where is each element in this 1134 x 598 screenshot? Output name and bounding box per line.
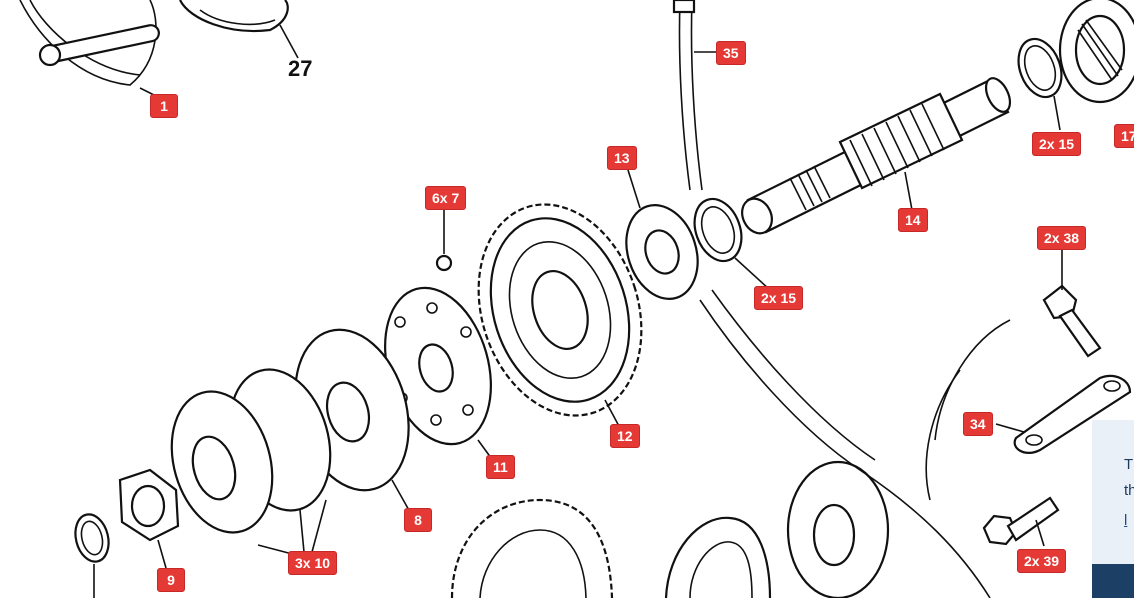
bolt-39-drawing bbox=[982, 496, 1060, 547]
bracket-34-drawing bbox=[925, 319, 1132, 501]
circlip-15-top-drawing bbox=[1017, 37, 1063, 131]
callout-3x10[interactable]: 3x 10 bbox=[288, 551, 338, 575]
callout-8[interactable]: 8 bbox=[404, 508, 432, 532]
bearing-17-drawing bbox=[1058, 0, 1134, 104]
top-left-assembly-drawing bbox=[19, 0, 299, 99]
panel-link[interactable]: l bbox=[1124, 512, 1128, 529]
callout-1[interactable]: 1 bbox=[150, 94, 178, 118]
callout-2x39[interactable]: 2x 39 bbox=[1017, 549, 1067, 573]
spring-washers-10-drawing bbox=[170, 368, 332, 557]
lower-bearing-drawing bbox=[664, 516, 772, 598]
info-side-panel: T th l bbox=[1092, 420, 1134, 598]
callout-2x15-mid[interactable]: 2x 15 bbox=[754, 286, 804, 310]
nut-9-drawing bbox=[118, 468, 180, 569]
lower-gear-drawing bbox=[450, 498, 614, 598]
callout-2x15-top[interactable]: 2x 15 bbox=[1032, 132, 1082, 156]
circlip-lower-left-drawing bbox=[74, 513, 110, 598]
callout-14[interactable]: 14 bbox=[898, 208, 928, 232]
panel-footer-bar bbox=[1092, 564, 1134, 598]
circlip-15-mid-drawing bbox=[693, 197, 771, 291]
ball-7-drawing bbox=[435, 210, 453, 272]
callout-35[interactable]: 35 bbox=[716, 41, 746, 65]
panel-text-line-2: th bbox=[1124, 482, 1134, 499]
gear-12-drawing bbox=[477, 203, 643, 429]
callout-9[interactable]: 9 bbox=[157, 568, 185, 592]
bolt-38-drawing bbox=[1042, 250, 1102, 358]
shaft-14-drawing bbox=[741, 77, 1012, 235]
splined-washer-13-drawing bbox=[625, 169, 699, 300]
label-27: 27 bbox=[288, 56, 313, 81]
callout-34[interactable]: 34 bbox=[963, 412, 993, 436]
cam-ring-drawing bbox=[786, 460, 890, 598]
callout-6x7[interactable]: 6x 7 bbox=[425, 186, 467, 210]
callout-12[interactable]: 12 bbox=[610, 424, 640, 448]
housing-outline-line-2 bbox=[711, 289, 876, 461]
callout-13[interactable]: 13 bbox=[607, 146, 637, 170]
cable-35-drawing bbox=[672, 0, 722, 191]
callout-2x38[interactable]: 2x 38 bbox=[1037, 226, 1087, 250]
housing-outline-line bbox=[699, 299, 991, 598]
callout-17[interactable]: 17 bbox=[1114, 124, 1134, 148]
callout-11[interactable]: 11 bbox=[486, 455, 515, 479]
panel-text-line-1: T bbox=[1124, 456, 1134, 473]
